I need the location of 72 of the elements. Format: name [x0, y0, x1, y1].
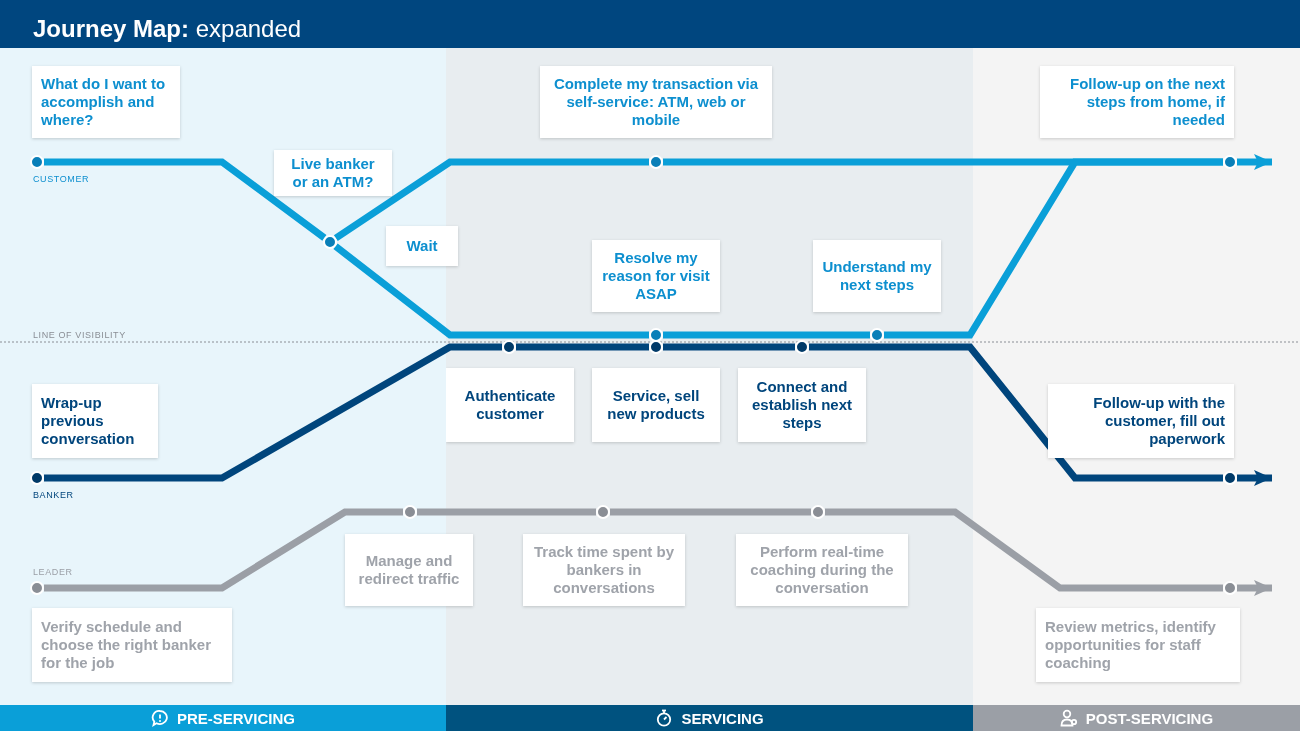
callout-text: Track time spent by bankers in conversations [532, 543, 676, 597]
journey-line [333, 243, 649, 339]
phase-label: PRE-SERVICING [176, 709, 296, 727]
callout-box [592, 240, 720, 312]
callout-text: Complete my transaction via self-service: ATM, web or mobile [552, 75, 760, 129]
phase-label: SERVICING [681, 709, 764, 727]
callout-box [32, 66, 180, 138]
callout-box [274, 150, 392, 196]
callout-text: Connect and establish next steps [750, 378, 853, 432]
journey-line [333, 158, 649, 242]
callout-text: Wrap-up previous conversation [41, 394, 136, 448]
station-dot [30, 471, 44, 485]
journey-line [44, 343, 502, 482]
diagram-title: Journey Map: expanded [33, 15, 302, 43]
callout-box [592, 368, 720, 442]
callout-box [386, 226, 458, 266]
station-dot [1223, 581, 1237, 595]
callout-text: Service, sell new products [606, 387, 706, 423]
station-dot [811, 505, 825, 519]
station-dot [30, 581, 44, 595]
station-dot [1223, 155, 1237, 169]
journey-line [44, 508, 403, 592]
callout-box [32, 608, 232, 682]
callout-box [540, 66, 772, 138]
journey-line [663, 343, 795, 351]
station-dot [323, 235, 337, 249]
station-dot [649, 340, 663, 354]
journey-line [610, 508, 811, 516]
callout-box [1040, 66, 1234, 138]
journey-line [417, 508, 596, 516]
callout-box [1048, 384, 1234, 458]
callout-text: Live banker or an ATM? [290, 155, 376, 191]
journey-line [44, 158, 327, 241]
callout-box [32, 384, 158, 458]
station-dot [870, 328, 884, 342]
station-dot [795, 340, 809, 354]
station-dot [502, 340, 516, 354]
callout-box [446, 368, 574, 442]
journey-line [663, 331, 870, 339]
callout-text: Resolve my reason for visit ASAP [601, 249, 711, 303]
station-dot [649, 328, 663, 342]
callout-text: Verify schedule and choose the right banker for the job [41, 618, 213, 672]
lane-label: BANKER [33, 490, 74, 500]
callout-box [523, 534, 685, 606]
station-dot [649, 155, 663, 169]
callout-text: Understand my next steps [822, 258, 932, 294]
journey-line [809, 343, 1223, 482]
callout-text: What do I want to accomplish and where? [41, 75, 167, 129]
phase-column [973, 48, 1300, 731]
lane-label: CUSTOMER [33, 174, 90, 184]
callout-text: Perform real-time coaching during the conversation [749, 543, 895, 597]
phase-label: POST-SERVICING [1085, 709, 1214, 727]
callout-box [736, 534, 908, 606]
callout-box [738, 368, 866, 442]
callout-text: Manage and redirect traffic [357, 552, 461, 588]
callout-text: Follow-up on the next steps from home, if needed [1069, 75, 1225, 129]
callout-box [345, 534, 473, 606]
station-dot [596, 505, 610, 519]
lane-label: LEADER [33, 567, 73, 577]
journey-line [663, 158, 1223, 166]
lane-label: LINE OF VISIBILITY [33, 330, 126, 340]
station-dot [30, 155, 44, 169]
callout-box [813, 240, 941, 312]
station-dot [403, 505, 417, 519]
station-dot [1223, 471, 1237, 485]
journey-line [825, 508, 1223, 592]
callout-text: Follow-up with the customer, fill out paperwork [1092, 394, 1225, 448]
callout-text: Review metrics, identify opportunities for staff coaching [1045, 618, 1217, 672]
callout-box [1036, 608, 1240, 682]
callout-text: Wait [405, 237, 439, 255]
journey-line [516, 343, 649, 351]
callout-text: Authenticate customer [463, 387, 557, 423]
